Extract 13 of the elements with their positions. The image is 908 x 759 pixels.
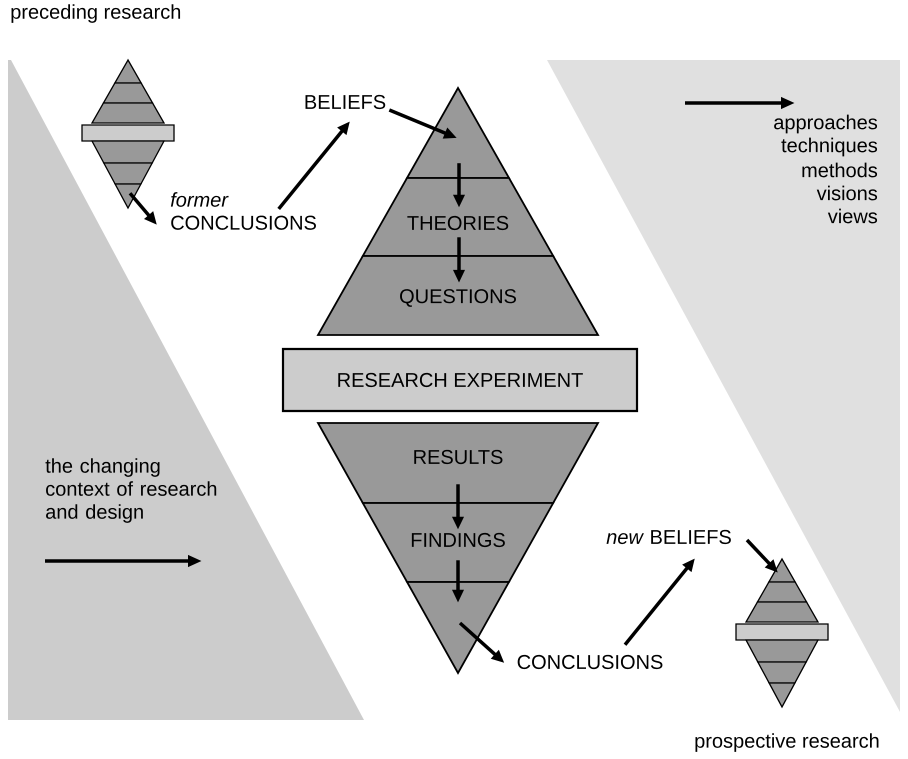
caption-text: prospective research — [695, 733, 878, 752]
list-item: approaches — [774, 114, 878, 134]
text-label: CONCLUSIONS — [518, 654, 662, 670]
text-label: former CONCLUSIONS — [170, 192, 316, 230]
list-item: methods — [802, 162, 878, 178]
process-box: RESEARCH EXPERIMENT — [282, 348, 638, 412]
list-item: techniques — [781, 138, 878, 156]
text-label: new BELIEFS — [606, 530, 731, 544]
list-item: visions — [816, 186, 878, 200]
text-label: BELIEFS — [306, 94, 386, 110]
list-item: views — [828, 208, 878, 224]
context-text: the changing context of research and design — [46, 458, 216, 523]
caption-text: preceding research — [12, 4, 180, 23]
